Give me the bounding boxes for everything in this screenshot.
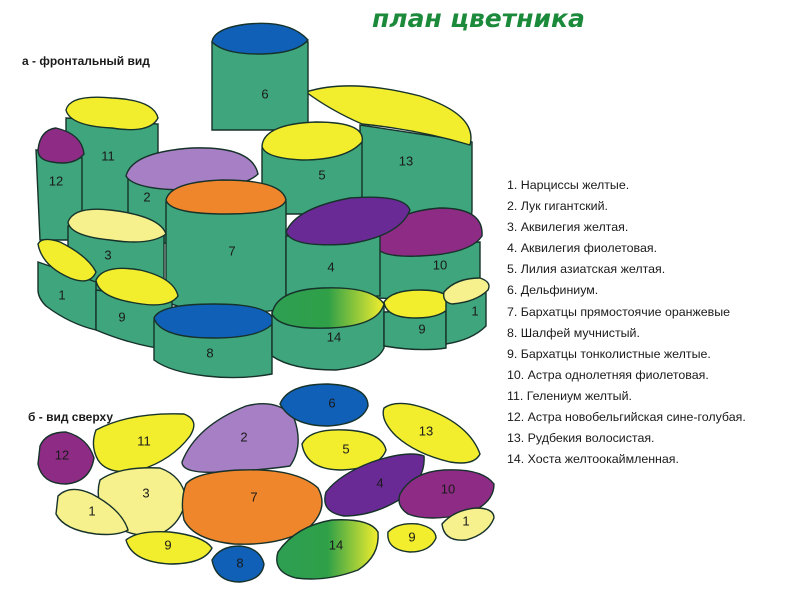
- front-number-label: 7: [228, 243, 235, 258]
- legend-item: 11. Гелениум желтый.: [507, 388, 632, 403]
- front-number-label: 13: [399, 153, 413, 168]
- legend-item: 9. Бархатцы тонколистные желтые.: [507, 346, 711, 361]
- legend-item: 13. Рудбекия волосистая.: [507, 431, 655, 446]
- legend-item: 7. Бархатцы прямостоячие оранжевые: [507, 304, 731, 319]
- top-number-label: 13: [419, 423, 433, 438]
- front-numbers: 1 9 8 14 9 1 3 4 10 2 7 12 11 5 13 6: [49, 86, 479, 360]
- top-bed-10: [398, 469, 495, 519]
- page-title: план цветника: [372, 4, 585, 33]
- top-number-label: 1: [462, 513, 469, 528]
- front-bed-1-left: [37, 238, 97, 331]
- front-number-label: 10: [433, 257, 447, 272]
- legend-item: 14. Хоста желтоокаймленная.: [507, 452, 679, 467]
- top-bed-12: [37, 431, 95, 485]
- legend-item: 5. Лилия азиатская желтая.: [507, 262, 666, 277]
- top-bed-8: [211, 545, 265, 583]
- front-number-label: 9: [118, 309, 125, 324]
- front-bed-4: [285, 196, 411, 299]
- front-bed-9-right: [383, 289, 453, 351]
- top-number-label: 8: [236, 555, 243, 570]
- front-bed-9-left: [95, 267, 179, 351]
- top-number-label: 10: [441, 481, 455, 496]
- top-bed-1-left: [55, 488, 129, 536]
- top-number-label: 14: [329, 537, 343, 552]
- front-bed-1-right: [442, 277, 490, 345]
- front-number-label: 12: [49, 173, 63, 188]
- legend-item: 3. Аквилегия желтая.: [507, 220, 629, 235]
- top-number-label: 12: [55, 447, 69, 462]
- front-number-label: 11: [101, 148, 115, 163]
- front-number-label: 1: [58, 287, 65, 302]
- legend-item: 12. Астра новобельгийская сине-голубая.: [507, 410, 746, 425]
- top-bed-9-left: [125, 530, 213, 565]
- legend-item: 8. Шалфей мучнистый.: [507, 325, 640, 340]
- legend-item: 10. Астра однолетняя фиолетовая.: [507, 367, 709, 382]
- top-number-label: 1: [88, 503, 95, 518]
- front-bed-7: [165, 179, 287, 314]
- front-bed-14: [271, 287, 385, 371]
- legend-item: 4. Аквилегия фиолетовая.: [507, 241, 658, 256]
- top-number-label: 11: [137, 433, 151, 448]
- top-bed-5: [301, 429, 387, 471]
- top-bed-9-right: [387, 522, 437, 553]
- legend-item: 1. Нарциссы желтые.: [507, 178, 630, 192]
- top-bed-1-right: [441, 507, 495, 541]
- top-number-label: 6: [328, 395, 335, 410]
- front-number-label: 1: [471, 303, 478, 318]
- top-view-label: б - вид сверху: [28, 410, 114, 424]
- front-number-label: 14: [327, 329, 341, 344]
- top-number-label: 9: [408, 529, 415, 544]
- front-number-label: 5: [318, 167, 325, 182]
- front-number-label: 6: [261, 86, 268, 101]
- front-view-label: а - фронтальный вид: [22, 54, 150, 68]
- legend-item: 6. Дельфиниум.: [507, 283, 599, 298]
- front-number-label: 8: [206, 345, 213, 360]
- front-number-label: 3: [104, 247, 111, 262]
- top-number-label: 3: [142, 485, 149, 500]
- legend-item: 2. Лук гигантский.: [507, 199, 608, 214]
- front-view: [35, 22, 490, 379]
- top-bed-13: [382, 402, 481, 464]
- front-number-label: 9: [418, 321, 425, 336]
- front-number-label: 4: [327, 259, 334, 274]
- top-bed-6: [279, 383, 369, 427]
- plant-legend: 1. Нарциссы желтые. 2. Лук гигантский. 3…: [507, 175, 746, 470]
- top-view: [37, 383, 495, 583]
- top-bed-14: [276, 519, 379, 580]
- top-number-label: 2: [240, 429, 247, 444]
- front-number-label: 2: [143, 189, 150, 204]
- front-bed-8: [153, 303, 275, 379]
- top-number-label: 5: [342, 441, 349, 456]
- top-number-label: 7: [250, 489, 257, 504]
- top-bed-11: [92, 413, 195, 473]
- top-number-label: 4: [376, 475, 383, 490]
- top-numbers: 12 11 2 6 5 13 3 1 7 4 10 9 8 14 9 1: [55, 395, 470, 570]
- top-number-label: 9: [164, 537, 171, 552]
- front-bed-6: [211, 22, 309, 131]
